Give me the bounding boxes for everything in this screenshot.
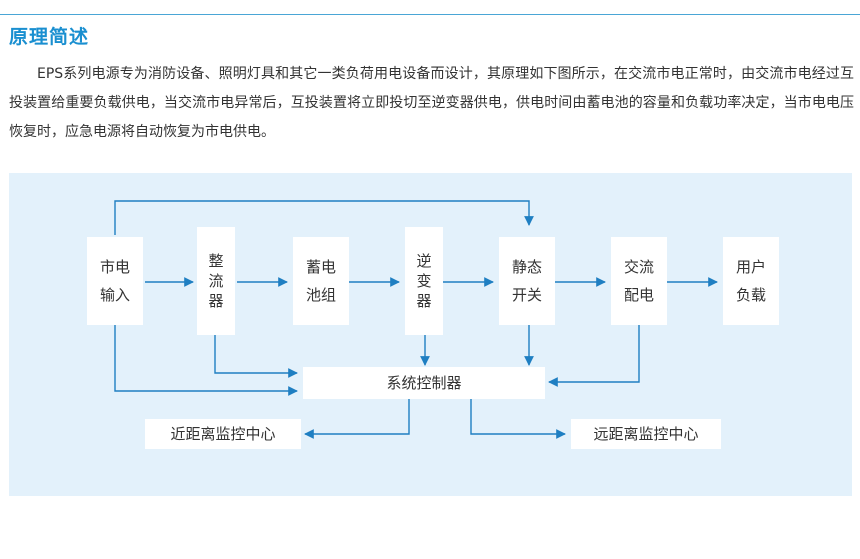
node-static-switch: 静态 开关 bbox=[499, 237, 555, 325]
intro-paragraph: EPS系列电源专为消防设备、照明灯具和其它一类负荷用电设备而设计，其原理如下图所… bbox=[9, 66, 854, 140]
arrow-controller-near bbox=[304, 399, 410, 439]
arrow-mains-controller bbox=[114, 325, 298, 396]
node-mains-input: 市电 输入 bbox=[87, 237, 143, 325]
node-system-controller: 系统控制器 bbox=[303, 367, 545, 399]
node-inverter: 逆 变 器 bbox=[405, 227, 443, 335]
arrow-controller-remote bbox=[470, 399, 566, 439]
diagram-connectors bbox=[114, 200, 718, 439]
node-user-load: 用户 负载 bbox=[723, 237, 779, 325]
node-ac-distribution: 交流 配电 bbox=[611, 237, 667, 325]
eps-principle-diagram: 市电 输入 整 流 器 蓄电 池组 逆 变 器 静态 开关 交流 配电 用户 负… bbox=[9, 173, 852, 496]
top-divider bbox=[0, 14, 860, 15]
section-title: 原理简述 bbox=[9, 26, 90, 48]
arrow-acdist-controller bbox=[548, 325, 640, 387]
node-near-monitor: 近距离监控中心 bbox=[145, 419, 301, 449]
node-rectifier: 整 流 器 bbox=[197, 227, 235, 335]
node-battery-pack: 蓄电 池组 bbox=[293, 237, 349, 325]
arrow-rectifier-controller bbox=[214, 335, 298, 378]
node-remote-monitor: 远距离监控中心 bbox=[571, 419, 721, 449]
bypass-line bbox=[114, 200, 534, 235]
